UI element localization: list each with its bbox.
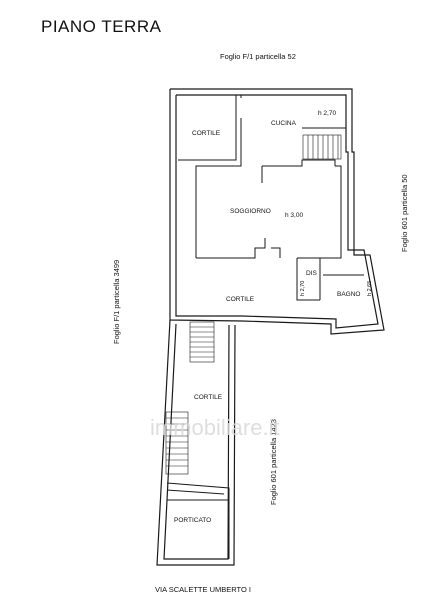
room-label-cortile-top: CORTILE xyxy=(192,130,221,137)
inner-walls xyxy=(178,95,364,301)
stair-lower xyxy=(165,411,189,475)
room-label-dis: DIS xyxy=(306,270,318,277)
neighbor-label-left: Foglio F/1 particella 3499 xyxy=(112,260,121,344)
room-label-cucina: CUCINA xyxy=(271,120,297,127)
neighbor-label-lower-right: Foglio 601 particella 1423 xyxy=(269,419,278,505)
stair-courtyard xyxy=(189,321,215,363)
room-label-cortile-mid: CORTILE xyxy=(226,296,255,303)
porticato-walls xyxy=(166,482,230,559)
neighbor-label-top: Foglio F/1 particella 52 xyxy=(220,52,296,61)
room-label-cortile-lower: CORTILE xyxy=(194,394,223,401)
room-label-soggiorno: SOGGIORNO xyxy=(230,208,271,215)
room-label-porticato: PORTICATO xyxy=(174,517,211,524)
neighbor-label-right: Foglio 601 particella 50 xyxy=(400,174,409,252)
room-height-soggiorno: h 3,00 xyxy=(285,212,303,219)
watermark-logo: immobiliare.it xyxy=(150,415,280,440)
street-label: VIA SCALETTE UMBERTO I xyxy=(155,585,251,594)
page-title: PIANO TERRA xyxy=(41,17,162,36)
room-height-cucina: h 2,70 xyxy=(318,110,336,117)
room-label-bagno: BAGNO xyxy=(337,291,360,298)
room-height-bagno: h 2,65 xyxy=(367,281,373,296)
outer-walls xyxy=(156,88,385,566)
stair-cucina xyxy=(302,134,342,160)
room-height-dis: h 2,70 xyxy=(300,281,306,296)
